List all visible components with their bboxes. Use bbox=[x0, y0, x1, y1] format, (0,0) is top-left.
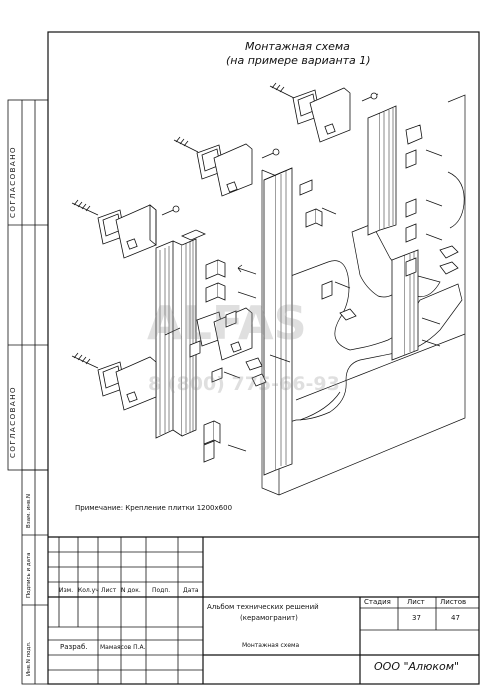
drawing-title: Монтажная схема bbox=[245, 40, 350, 53]
sheets-value: 47 bbox=[451, 614, 460, 622]
sign-date-label: Подпись и дата bbox=[26, 552, 32, 598]
stage-label: Стадия bbox=[364, 598, 391, 606]
document-name: Монтажная схема bbox=[242, 642, 300, 649]
watermark-phone: 8 (800) 775-66-93 bbox=[148, 373, 340, 395]
sheet-label: Лист bbox=[407, 598, 425, 606]
col-podp: Подп. bbox=[152, 587, 171, 594]
album-title: Альбом технических решений bbox=[207, 603, 319, 611]
mounting-scheme-drawing bbox=[71, 82, 466, 496]
sheet-value: 37 bbox=[412, 614, 421, 622]
watermark-brand: ALFAS bbox=[147, 296, 307, 350]
col-izm: Изм. bbox=[59, 587, 74, 594]
company-name: ООО "Алюком" bbox=[374, 660, 460, 673]
role-developer: Разраб. bbox=[60, 643, 88, 651]
inv-replace-label: Взам. инв.N bbox=[26, 494, 32, 528]
col-kol: Кол.уч bbox=[78, 587, 99, 594]
album-subtitle: (керамогранит) bbox=[240, 614, 298, 622]
agreed-stamp-top: СОГЛАСОВАНО bbox=[9, 146, 17, 218]
drawing-note: Примечание: Крепление плитки 1200x600 bbox=[75, 504, 233, 512]
developer-name: Мамаясов П.А. bbox=[100, 644, 146, 651]
drawing-subtitle: (на примере варианта 1) bbox=[226, 54, 371, 67]
sheets-label: Листов bbox=[440, 598, 467, 606]
agreed-stamp-bottom: СОГЛАСОВАНО bbox=[9, 386, 17, 458]
inv-original-label: Инв.N подл. bbox=[26, 641, 32, 676]
col-ndok: N док. bbox=[121, 587, 141, 594]
col-list: Лист bbox=[101, 587, 117, 594]
col-data: Дата bbox=[183, 587, 199, 594]
